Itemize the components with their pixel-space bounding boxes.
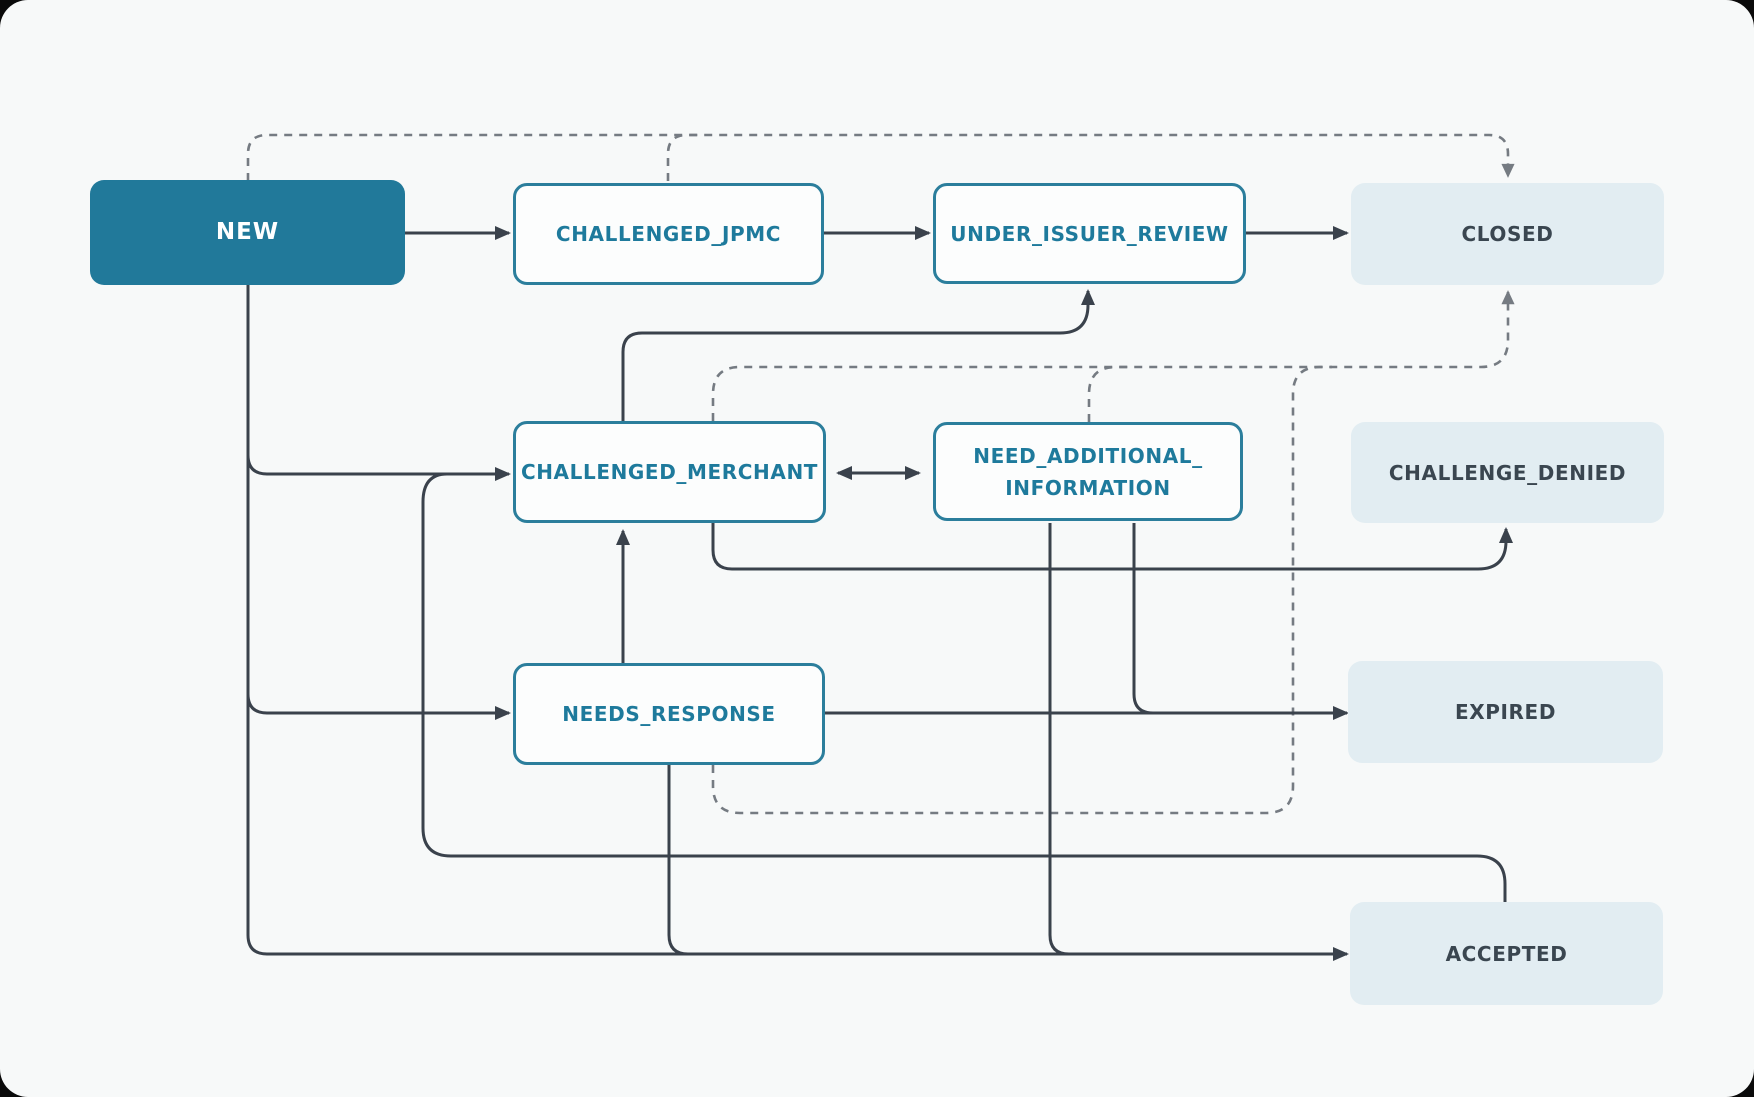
edge-new-to-accepted [246, 285, 1349, 961]
edge-challenged-merchant-to-closed-dashed [711, 290, 1515, 421]
node-needs-response-label: NEEDS_RESPONSE [562, 702, 776, 726]
edge-new-to-closed-dashed [246, 133, 1515, 181]
edge-new-to-challenged-merchant [246, 285, 511, 481]
edge-need-additional-information-to-closed-dashed [1087, 365, 1128, 422]
node-under-issuer-review-label: UNDER_ISSUER_REVIEW [950, 221, 1229, 246]
node-expired: EXPIRED [1348, 661, 1663, 763]
node-challenge-denied-label: CHALLENGE_DENIED [1388, 460, 1627, 485]
node-new: NEW [90, 180, 405, 285]
node-challenged-merchant: CHALLENGED_MERCHANT [513, 421, 826, 523]
node-new-label: NEW [215, 219, 280, 246]
node-challenged-jpmc-label: CHALLENGED_JPMC [555, 222, 782, 246]
node-need-additional-information-label: NEED_ADDITIONAL_ INFORMATION [973, 443, 1203, 500]
node-closed: CLOSED [1351, 183, 1664, 285]
edge-challenged-jpmc-to-closed-dashed [666, 133, 699, 181]
node-needs-response: NEEDS_RESPONSE [513, 663, 825, 765]
node-challenge-denied: CHALLENGE_DENIED [1351, 422, 1664, 523]
edge-need-additional-information-to-accepted-merge [1048, 523, 1081, 956]
node-need-additional-information: NEED_ADDITIONAL_ INFORMATION [933, 422, 1243, 521]
edge-needs-response-to-accepted-merge [667, 765, 700, 956]
node-accepted-label: ACCEPTED [1445, 941, 1568, 966]
edge-accepted-to-challenged-merchant [421, 472, 1507, 902]
edge-need-additional-information-to-expired-merge [1132, 523, 1165, 715]
node-challenged-jpmc: CHALLENGED_JPMC [513, 183, 824, 285]
edge-challenged-merchant-to-under-issuer-review [621, 289, 1095, 421]
node-under-issuer-review: UNDER_ISSUER_REVIEW [933, 183, 1246, 284]
node-expired-label: EXPIRED [1454, 700, 1557, 724]
edge-challenged-merchant-to-challenge-denied [711, 523, 1513, 571]
node-challenged-merchant-label: CHALLENGED_MERCHANT [520, 460, 819, 484]
node-closed-label: CLOSED [1461, 222, 1554, 246]
edge-new-to-needs-response [246, 693, 511, 720]
node-accepted: ACCEPTED [1350, 902, 1663, 1005]
